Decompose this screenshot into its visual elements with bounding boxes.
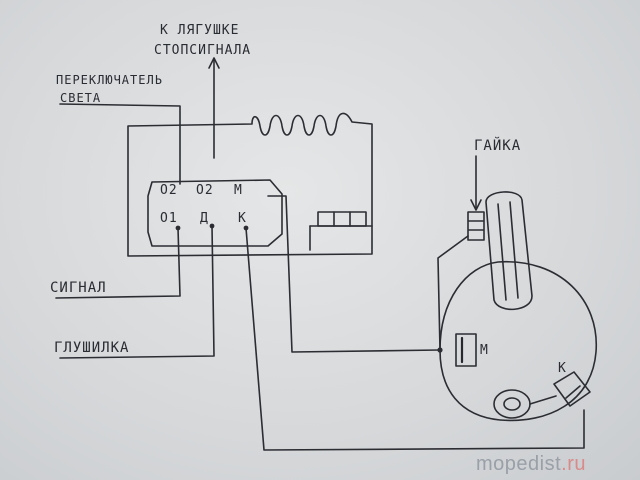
terminal-o1: О1	[160, 211, 178, 226]
terminal-d: Д	[200, 211, 209, 226]
terminal-k: К	[238, 211, 247, 226]
label-to-frog-line2: СТОПСИГНАЛА	[154, 43, 251, 58]
kill-switch-wire	[59, 225, 215, 359]
terminal-block	[147, 179, 283, 247]
label-to-frog-line1: К ЛЯГУШКЕ	[160, 23, 239, 38]
arrow-up-icon	[208, 57, 220, 69]
label-kill-switch: ГЛУШИЛКА	[54, 340, 129, 356]
terminal-o2-b: О2	[196, 183, 214, 198]
coil-body	[455, 333, 477, 367]
junction-dot	[437, 347, 443, 353]
coil-label: М	[480, 343, 489, 358]
breaker-contact	[565, 385, 581, 399]
coil-wire	[267, 195, 441, 353]
generator-housing	[127, 112, 373, 257]
connector-block	[317, 211, 367, 227]
breaker-body	[553, 371, 591, 407]
label-signal: СИГНАЛ	[50, 280, 107, 296]
watermark-suffix: .ru	[561, 453, 586, 475]
watermark-text: mopedist.ru	[476, 453, 586, 475]
cam-outer	[493, 389, 531, 419]
breaker-label: К	[558, 361, 567, 376]
arrow-down-icon	[470, 199, 482, 211]
flywheel-circle	[439, 261, 597, 422]
ground-wire	[437, 235, 469, 351]
wheel-tire	[485, 191, 533, 311]
signal-wire	[55, 227, 181, 299]
label-nut: ГАЙКА	[474, 136, 521, 154]
cam-inner	[503, 397, 521, 411]
label-light-switch-line1: ПЕРЕКЛЮЧАТЕЛЬ	[56, 73, 163, 87]
label-light-switch-line2: СВЕТА	[60, 91, 101, 105]
wheel-tread	[497, 201, 519, 301]
terminal-m: М	[234, 183, 243, 198]
light-switch-wire	[59, 103, 181, 185]
terminal-o2-a: О2	[160, 183, 178, 198]
connector-divisions	[333, 211, 351, 227]
nut-icon	[467, 211, 485, 241]
breaker-wire	[245, 227, 585, 451]
watermark-prefix: mopedist	[476, 453, 561, 475]
cam-link	[529, 395, 557, 405]
